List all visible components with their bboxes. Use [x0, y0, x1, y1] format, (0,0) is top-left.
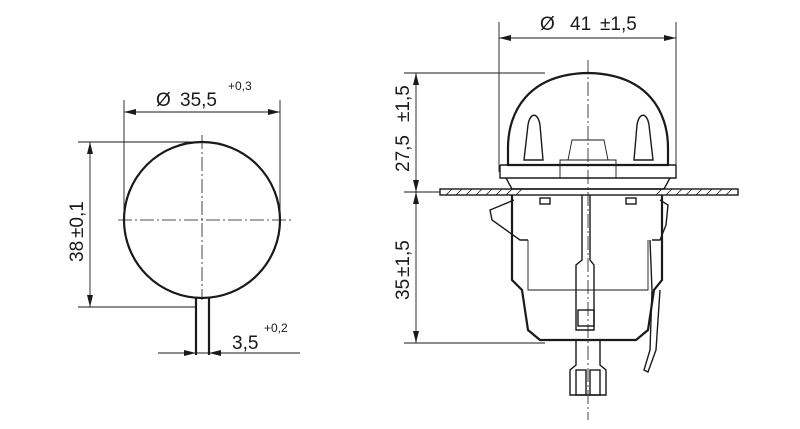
- dim-upper-arrow-top: [413, 73, 419, 85]
- screw-left: [539, 197, 551, 205]
- dim-top-diameter-arrow-right: [664, 35, 676, 41]
- cutout-tab: [194, 297, 211, 355]
- dim-top-diameter-value: 41: [570, 14, 591, 35]
- terminal-plug: [569, 340, 607, 396]
- dim-upper-tolerance: ±1,5: [393, 85, 414, 122]
- terminal-pin-right: [589, 369, 601, 396]
- dim-height-arrow-bottom: [87, 295, 93, 307]
- dim-lower-tolerance: ±1,5: [393, 240, 414, 277]
- dim-height-arrow-top: [87, 142, 93, 154]
- dim-tab-arrow-left: [184, 350, 196, 356]
- cutout-view: Ø 35,5 +0,3 38 ±0,1 3,5 +0,2: [67, 79, 300, 356]
- dim-tab-arrow-right: [209, 350, 221, 356]
- dim-diameter-tolerance: +0,3: [228, 79, 252, 93]
- dim-lower-arrow-top: [413, 192, 419, 204]
- dim-diameter-value: 35,5: [180, 90, 217, 111]
- dim-upper-arrow-bottom: [413, 180, 419, 192]
- spring-clip-right-leg: [643, 239, 661, 373]
- terminal-pin-left: [575, 369, 587, 396]
- mounting-panel: [439, 188, 739, 196]
- dim-diameter-arrow-left: [124, 109, 136, 115]
- dim-tab-tolerance: +0,2: [264, 321, 288, 335]
- terminal-clip: [577, 309, 595, 327]
- dim-top-diameter-symbol: Ø: [540, 14, 555, 35]
- terminal-stem: [575, 195, 595, 331]
- holder-inner: [527, 240, 649, 291]
- dim-top-diameter-tolerance: ±1,5: [600, 14, 637, 35]
- dim-lower-arrow-bottom: [413, 331, 419, 343]
- dim-upper-value: 27,5: [393, 135, 414, 172]
- dim-height-tolerance: ±0,1: [67, 201, 88, 238]
- dim-height-value: 38: [67, 241, 88, 262]
- dim-lower-value: 35: [393, 279, 414, 300]
- dim-diameter-symbol: Ø: [156, 90, 171, 111]
- screw-right: [625, 197, 637, 205]
- dim-top-diameter-arrow-left: [499, 35, 511, 41]
- holder-body: [510, 195, 664, 342]
- clip-right: [633, 114, 654, 161]
- spring-clip-right: [652, 199, 669, 241]
- lamp-holder-view: Ø 41 ±1,5 27,5 ±1,5 35 ±1,5: [393, 14, 739, 420]
- dim-diameter-arrow-right: [268, 109, 280, 115]
- spring-clip-left: [489, 199, 528, 241]
- dim-tab-value: 3,5: [232, 333, 258, 354]
- clip-left: [523, 114, 544, 161]
